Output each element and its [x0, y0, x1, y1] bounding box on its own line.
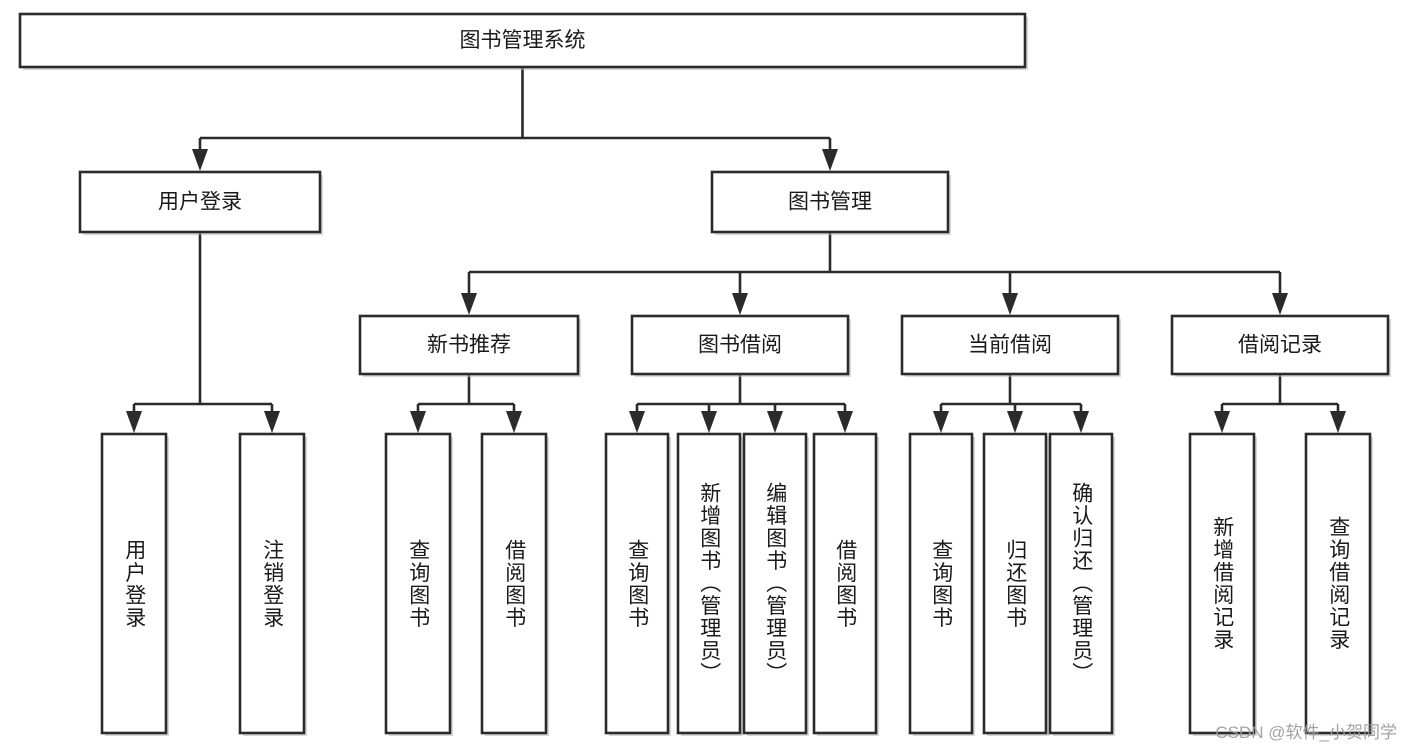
node-box-l-bo-lend[interactable]: [812, 432, 878, 735]
arrow-head-icon: [1002, 293, 1018, 315]
node-box-l-login[interactable]: [100, 432, 168, 735]
node-box-root[interactable]: [18, 12, 1027, 69]
arrow-head-icon: [1073, 411, 1089, 433]
arrow-head-icon: [822, 149, 838, 171]
arrow-head-icon: [933, 411, 949, 433]
arrow-head-icon: [126, 411, 142, 433]
node-label-borrow: 图书借阅: [698, 334, 782, 357]
edge-group-newbooks: [410, 374, 522, 433]
node-label-records: 借阅记录: [1238, 334, 1322, 357]
node-box-l-cu-query[interactable]: [908, 432, 974, 735]
arrow-head-icon: [767, 411, 783, 433]
arrow-head-icon: [1330, 411, 1346, 433]
node-box-login[interactable]: [78, 170, 322, 234]
edge-group-root: [192, 67, 838, 171]
node-box-l-nb-query[interactable]: [384, 432, 452, 735]
arrow-head-icon: [701, 411, 717, 433]
edge-group-current: [933, 374, 1089, 433]
arrow-head-icon: [192, 149, 208, 171]
node-box-l-bo-edit[interactable]: [742, 432, 808, 735]
node-label-bookmgr: 图书管理: [788, 191, 872, 214]
edge-group-login: [126, 232, 280, 433]
node-box-l-logout[interactable]: [238, 432, 306, 735]
boxes-layer: [18, 12, 1391, 736]
node-box-l-nb-borrow[interactable]: [480, 432, 548, 735]
node-label-login: 用户登录: [158, 191, 242, 214]
node-box-newbooks[interactable]: [358, 314, 580, 376]
edge-group-borrow: [629, 374, 853, 433]
node-label-current: 当前借阅: [968, 334, 1052, 357]
arrow-head-icon: [837, 411, 853, 433]
node-box-l-cu-confirm[interactable]: [1048, 432, 1114, 735]
node-box-l-bo-query[interactable]: [604, 432, 670, 735]
edge-group-bookmgr: [461, 232, 1288, 315]
node-label-root: 图书管理系统: [460, 29, 586, 52]
arrow-head-icon: [264, 411, 280, 433]
node-box-current[interactable]: [900, 314, 1120, 376]
edge-group-records: [1214, 374, 1346, 433]
node-label-newbooks: 新书推荐: [427, 334, 511, 357]
arrow-head-icon: [1214, 411, 1230, 433]
arrow-head-icon: [410, 411, 426, 433]
edges-layer: [126, 67, 1346, 433]
arrow-head-icon: [732, 293, 748, 315]
arrow-head-icon: [1272, 293, 1288, 315]
node-box-bookmgr[interactable]: [710, 170, 950, 234]
node-box-l-re-query[interactable]: [1304, 432, 1372, 735]
node-box-l-re-add[interactable]: [1188, 432, 1256, 735]
node-box-records[interactable]: [1170, 314, 1390, 376]
arrow-head-icon: [506, 411, 522, 433]
arrow-head-icon: [461, 293, 477, 315]
node-box-l-cu-return[interactable]: [982, 432, 1048, 735]
node-box-borrow[interactable]: [630, 314, 850, 376]
arrow-head-icon: [1007, 411, 1023, 433]
node-box-l-bo-add[interactable]: [676, 432, 742, 735]
arrow-head-icon: [629, 411, 645, 433]
